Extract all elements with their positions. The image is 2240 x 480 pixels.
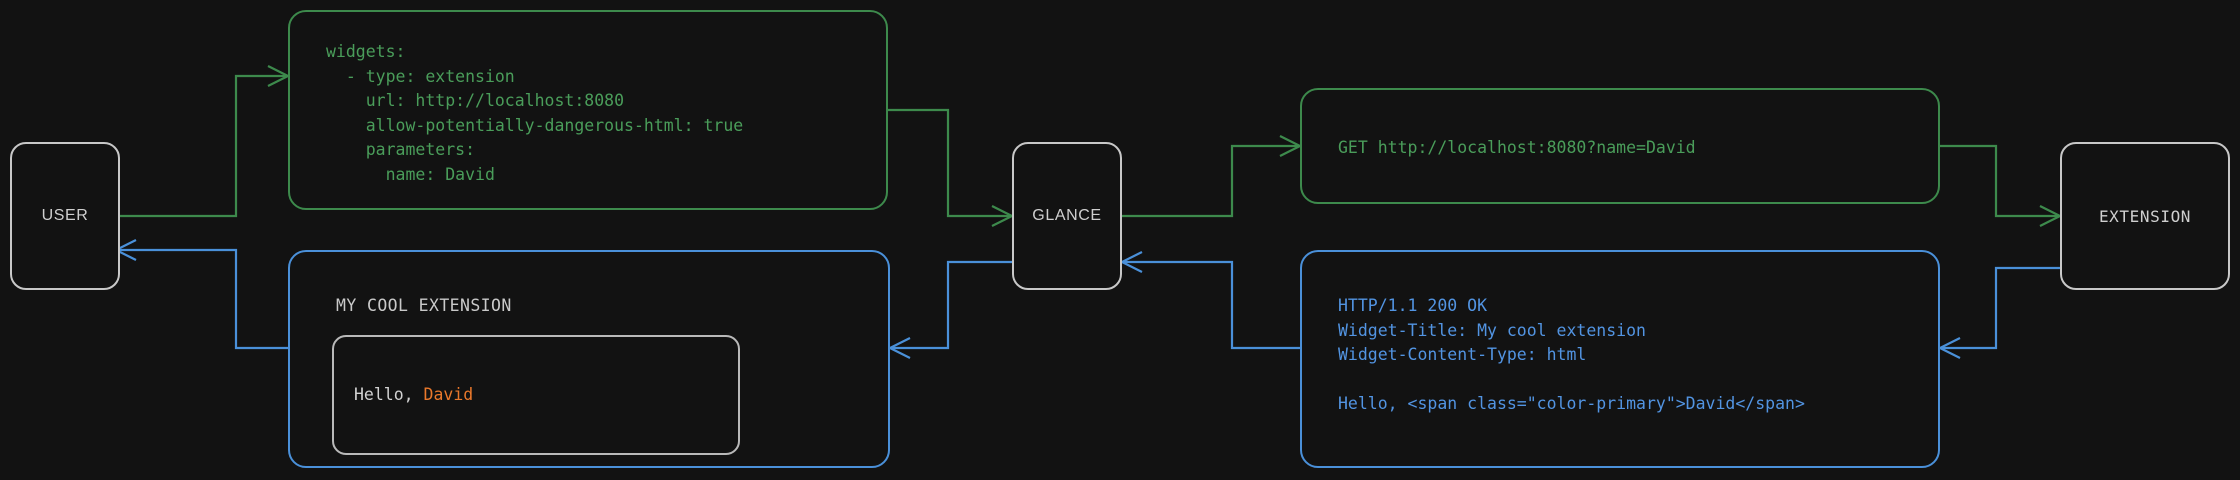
get-request-text: GET http://localhost:8080?name=David xyxy=(1338,138,1696,157)
flow-glance-to-widget xyxy=(887,260,1012,359)
node-user-label: USER xyxy=(41,207,89,224)
flow-config-to-glance xyxy=(888,108,1015,227)
flow-get-to-extension xyxy=(1940,144,2063,227)
widget-greeting-prefix: Hello, xyxy=(354,385,424,404)
yaml-config-box: widgets: - type: extension url: http://l… xyxy=(288,10,888,210)
rendered-widget-card: Hello, David xyxy=(332,335,740,455)
flow-user-to-config xyxy=(120,65,291,218)
widget-greeting-name: David xyxy=(423,385,474,404)
node-extension-label: EXTENSION xyxy=(2098,206,2192,226)
flow-extension-to-response xyxy=(1937,266,2060,359)
node-extension[interactable]: EXTENSION xyxy=(2060,142,2230,290)
flow-widget-to-user xyxy=(113,239,288,350)
rendered-widget-card-text: Hello, David xyxy=(354,385,473,404)
node-glance-label: GLANCE xyxy=(1032,207,1102,224)
get-request-box: GET http://localhost:8080?name=David xyxy=(1300,88,1940,204)
http-response-text: HTTP/1.1 200 OK Widget-Title: My cool ex… xyxy=(1338,296,1805,413)
flow-glance-to-get xyxy=(1122,135,1303,218)
flow-response-to-glance xyxy=(1119,251,1300,350)
rendered-widget-title: MY COOL EXTENSION xyxy=(336,296,512,315)
rendered-widget-box: MY COOL EXTENSION Hello, David xyxy=(288,250,890,468)
node-user[interactable]: USER xyxy=(10,142,120,290)
yaml-config-text: widgets: - type: extension url: http://l… xyxy=(326,42,744,184)
http-response-box: HTTP/1.1 200 OK Widget-Title: My cool ex… xyxy=(1300,250,1940,468)
node-glance[interactable]: GLANCE xyxy=(1012,142,1122,290)
